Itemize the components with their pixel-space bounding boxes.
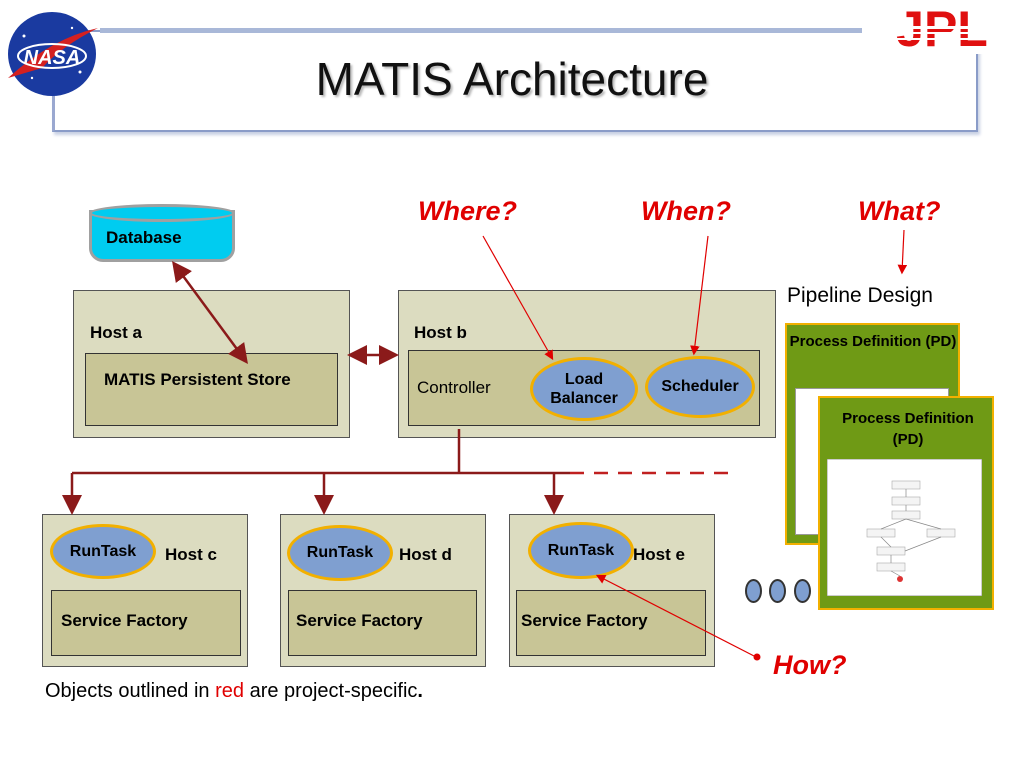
service-factory-e-label: Service Factory (521, 611, 648, 630)
pipeline-design-label: Pipeline Design (787, 284, 933, 307)
database-cylinder-top (89, 204, 235, 222)
service-factory-d (288, 590, 477, 656)
nasa-logo: NASA (8, 12, 98, 96)
process-definition-flowchart (827, 459, 982, 596)
footnote-suffix: are project-specific (244, 680, 418, 702)
runtask-d-oval: RunTask (287, 525, 393, 581)
question-where: Where? (418, 196, 518, 226)
question-when: When? (641, 196, 731, 226)
nasa-logo-text: NASA (24, 47, 81, 69)
runtask-c-label: RunTask (69, 542, 137, 560)
ellipsis-dot-2 (769, 579, 786, 603)
matis-persistent-store-label: MATIS Persistent Store (104, 370, 291, 389)
runtask-e-oval: RunTask (528, 522, 634, 579)
load-balancer-oval: Load Balancer (530, 357, 638, 421)
service-factory-c-label: Service Factory (61, 611, 188, 630)
runtask-c-oval: RunTask (50, 524, 156, 579)
host-d-label: Host d (399, 545, 452, 564)
service-factory-d-label: Service Factory (296, 611, 423, 630)
footnote-prefix: Objects outlined in (45, 680, 216, 702)
footnote-end: . (417, 680, 423, 702)
controller-label: Controller (417, 378, 491, 397)
ellipsis-dot-3 (794, 579, 811, 603)
host-e-label: Host e (633, 545, 685, 564)
process-definition-back-label: Process Definition (PD) (789, 333, 957, 350)
ellipsis-dot-1 (745, 579, 762, 603)
footnote: Objects outlined in red are project-spec… (45, 680, 423, 703)
runtask-e-label: RunTask (547, 541, 615, 559)
scheduler-oval: Scheduler (645, 356, 755, 418)
host-c-label: Host c (165, 545, 217, 564)
title-accent-bar (100, 28, 870, 33)
service-factory-e (516, 590, 706, 656)
jpl-logo: JPL (862, 2, 1022, 54)
page-title: MATIS Architecture (315, 53, 709, 105)
footnote-highlight: red (215, 680, 245, 702)
scheduler-label: Scheduler (661, 378, 739, 396)
question-how: How? (773, 650, 847, 680)
host-b-label: Host b (414, 323, 467, 342)
host-a-label: Host a (90, 323, 142, 342)
database-label: Database (106, 228, 182, 247)
question-what: What? (858, 196, 941, 226)
service-factory-c (51, 590, 241, 656)
runtask-d-label: RunTask (306, 544, 374, 562)
load-balancer-label: Load Balancer (550, 370, 618, 407)
matis-persistent-store (85, 353, 338, 426)
process-definition-front-label: Process Definition (PD) (842, 410, 974, 448)
